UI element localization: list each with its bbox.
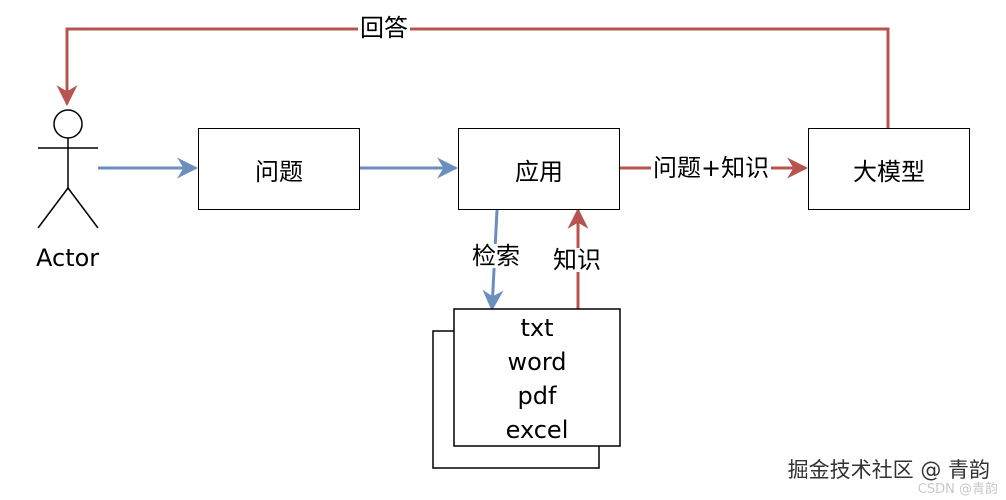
docs-line-word: word [507, 348, 567, 376]
question-knowledge-label: 问题+知识 [651, 154, 772, 182]
answer-arrow [56, 27, 890, 128]
docs-line-txt: txt [520, 314, 554, 342]
answer-label: 回答 [358, 14, 410, 42]
llm-box-label: 大模型 [853, 157, 925, 186]
question-box-label: 问题 [255, 157, 303, 186]
knowledge-label: 知识 [551, 246, 603, 274]
actor-label: Actor [36, 244, 100, 272]
docs-text: txt word pdf excel [454, 311, 620, 447]
juejin-watermark: 掘金技术社区 @ 青韵 [787, 458, 990, 482]
docs-line-pdf: pdf [517, 382, 557, 410]
llm-box: 大模型 [808, 128, 970, 210]
docs-line-excel: excel [505, 416, 569, 444]
retrieve-label: 检索 [470, 242, 522, 270]
actor-figure [37, 109, 99, 229]
app-box: 应用 [458, 128, 620, 210]
question-box: 问题 [198, 128, 360, 210]
docs-front-sheet [453, 308, 621, 447]
app-box-label: 应用 [515, 157, 563, 186]
csdn-watermark: CSDN @青韵 [917, 482, 998, 497]
